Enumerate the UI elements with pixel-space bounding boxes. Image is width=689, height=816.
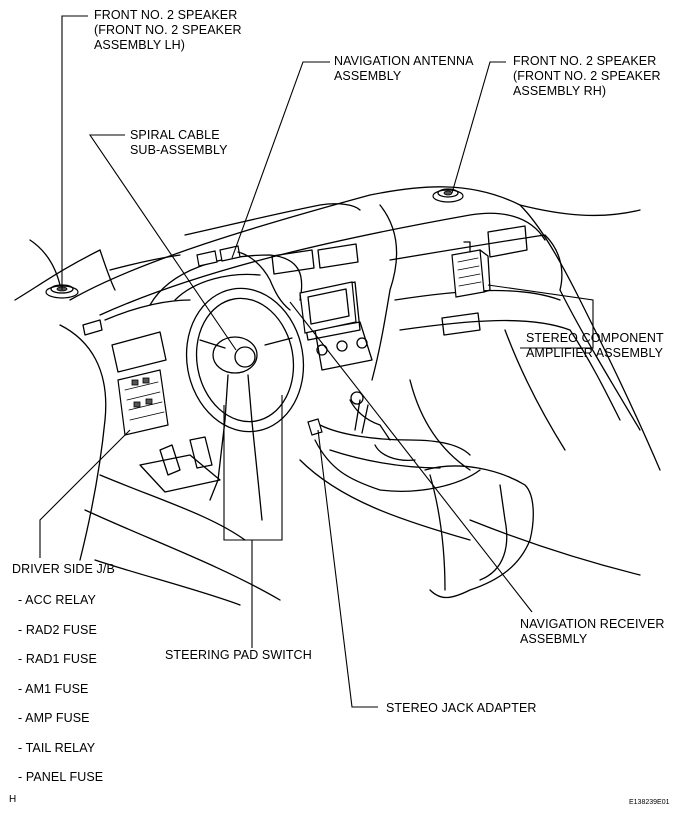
left-speaker <box>45 284 79 299</box>
leader-lines <box>39 15 594 708</box>
label-navigation-receiver: NAVIGATION RECEIVER ASSEBMLY <box>520 617 665 647</box>
leader-speaker-lh <box>61 15 88 290</box>
leader-spiral-cable <box>88 134 237 351</box>
steering-wheel <box>185 287 305 521</box>
label-line: ASSEMBLY <box>334 69 402 83</box>
label-line: SPIRAL CABLE <box>130 128 220 142</box>
pedals <box>139 436 221 493</box>
dashboard-outline <box>14 186 661 561</box>
jb-item: - ACC RELAY <box>18 593 96 607</box>
jb-item: - RAD1 FUSE <box>18 652 97 666</box>
right-speaker <box>432 188 464 203</box>
label-line: ASSEMBLY RH) <box>513 84 607 98</box>
corner-mark: H <box>9 794 17 805</box>
jb-item-list: - ACC RELAY - RAD2 FUSE - RAD1 FUSE - AM… <box>18 586 103 793</box>
figure-code: E138239E01 <box>629 799 670 806</box>
label-line: FRONT NO. 2 SPEAKER <box>513 54 657 68</box>
label-line: FRONT NO. 2 SPEAKER <box>94 8 238 22</box>
jb-item: - AM1 FUSE <box>18 681 89 696</box>
label-front-speaker-rh: FRONT NO. 2 SPEAKER (FRONT NO. 2 SPEAKER… <box>513 54 661 99</box>
label-line: SUB-ASSEMBLY <box>130 143 228 157</box>
label-line: NAVIGATION ANTENNA <box>334 54 474 68</box>
label-line: ASSEMBLY LH) <box>94 38 186 52</box>
leader-navigation-antenna <box>231 61 330 259</box>
amplifier-unit <box>451 241 491 298</box>
label-line: NAVIGATION RECEIVER <box>520 617 665 631</box>
label-line: STEREO COMPONENT <box>526 331 664 345</box>
jb-item: - TAIL RELAY <box>18 740 96 755</box>
stereo-jack <box>307 418 323 436</box>
navigation-receiver-screen <box>299 281 357 334</box>
driver-jb-fuse-box <box>117 369 169 436</box>
label-stereo-jack-adapter: STEREO JACK ADAPTER <box>386 701 537 715</box>
label-spiral-cable: SPIRAL CABLE SUB-ASSEMBLY <box>130 128 228 158</box>
label-line: ASSEBMLY <box>520 632 588 646</box>
leader-amplifier <box>487 284 594 349</box>
label-driver-side-jb: DRIVER SIDE J/B <box>12 562 115 576</box>
jb-item: - RAD2 FUSE <box>18 622 97 637</box>
label-line: (FRONT NO. 2 SPEAKER <box>94 23 242 37</box>
label-stereo-amplifier: STEREO COMPONENT AMPLIFIER ASSEMBLY <box>526 331 664 361</box>
leader-driver-jb <box>39 429 131 558</box>
dashboard-vents <box>82 225 528 373</box>
jb-item: - AMP FUSE <box>18 711 90 725</box>
label-front-speaker-lh: FRONT NO. 2 SPEAKER (FRONT NO. 2 SPEAKER… <box>94 8 242 53</box>
leader-speaker-rh <box>451 61 506 194</box>
leader-stereo-jack <box>317 429 378 708</box>
floor <box>84 379 641 606</box>
cluster-gauges <box>174 273 261 301</box>
leader-steering-pad <box>223 395 283 541</box>
center-console <box>314 391 534 599</box>
jb-item: - PANEL FUSE <box>18 770 104 784</box>
label-steering-pad-switch: STEERING PAD SWITCH <box>165 648 312 662</box>
label-navigation-antenna: NAVIGATION ANTENNA ASSEMBLY <box>334 54 474 84</box>
instrument-cluster <box>149 254 303 306</box>
label-line: (FRONT NO. 2 SPEAKER <box>513 69 661 83</box>
label-line: AMPLIFIER ASSEMBLY <box>526 346 664 360</box>
leader-navigation-receiver <box>289 301 533 613</box>
